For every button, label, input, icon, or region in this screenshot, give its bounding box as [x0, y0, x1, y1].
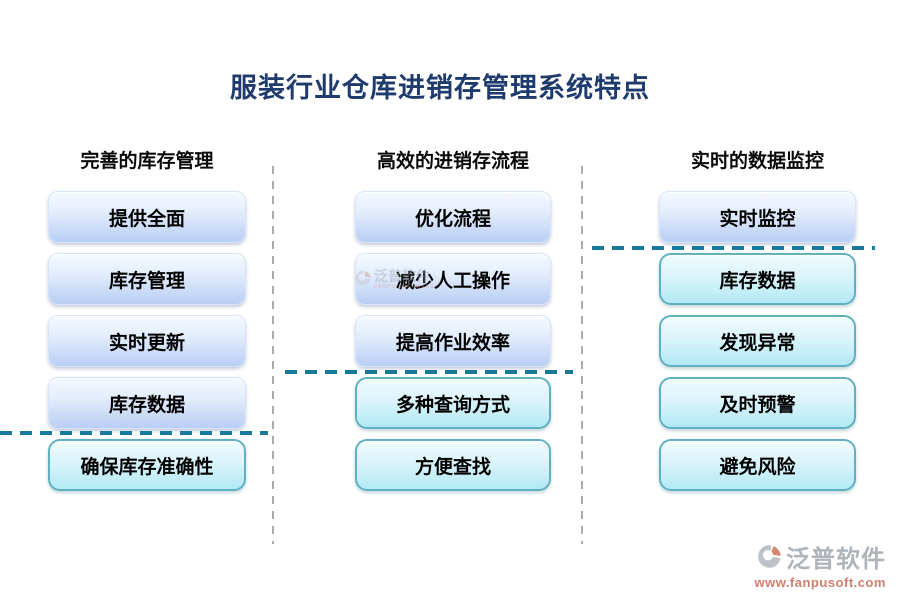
feature-box-result: 及时预警 — [659, 377, 856, 429]
feature-box-result: 方便查找 — [355, 439, 551, 491]
horizontal-dashed-divider — [592, 246, 875, 250]
column-inventory: 提供全面 库存管理 实时更新 库存数据 确保库存准确性 — [48, 191, 246, 501]
brand-url: www.fanpusoft.com — [754, 575, 886, 590]
column-process: 优化流程 减少人工操作 提高作业效率 多种查询方式 方便查找 — [355, 191, 551, 501]
feature-box: 库存数据 — [48, 377, 246, 429]
watermark-bottom-right: 泛普软件 www.fanpusoft.com — [754, 539, 886, 590]
feature-box: 实时监控 — [659, 191, 856, 243]
feature-box: 减少人工操作 — [355, 253, 551, 305]
column-header-inventory: 完善的库存管理 — [80, 151, 214, 172]
feature-box-result: 确保库存准确性 — [48, 439, 246, 491]
page-title: 服装行业仓库进销存管理系统特点 — [230, 73, 650, 103]
feature-box: 提高作业效率 — [355, 315, 551, 367]
feature-box-result: 库存数据 — [659, 253, 856, 305]
feature-box: 优化流程 — [355, 191, 551, 243]
horizontal-dashed-divider — [0, 431, 268, 435]
horizontal-dashed-divider — [285, 370, 573, 374]
column-header-process: 高效的进销存流程 — [376, 151, 529, 172]
feature-box-result: 发现异常 — [659, 315, 856, 367]
vertical-dashed-divider — [272, 166, 274, 544]
brand-name: 泛普软件 — [786, 546, 886, 573]
feature-box: 库存管理 — [48, 253, 246, 305]
feature-box: 实时更新 — [48, 315, 246, 367]
feature-box: 提供全面 — [48, 191, 246, 243]
fanpu-logo-icon — [758, 545, 781, 568]
vertical-dashed-divider — [581, 166, 583, 544]
column-monitoring: 实时监控 库存数据 发现异常 及时预警 避免风险 — [659, 191, 856, 501]
column-header-monitoring: 实时的数据监控 — [690, 151, 824, 172]
feature-box-result: 避免风险 — [659, 439, 856, 491]
feature-box-result: 多种查询方式 — [355, 377, 551, 429]
